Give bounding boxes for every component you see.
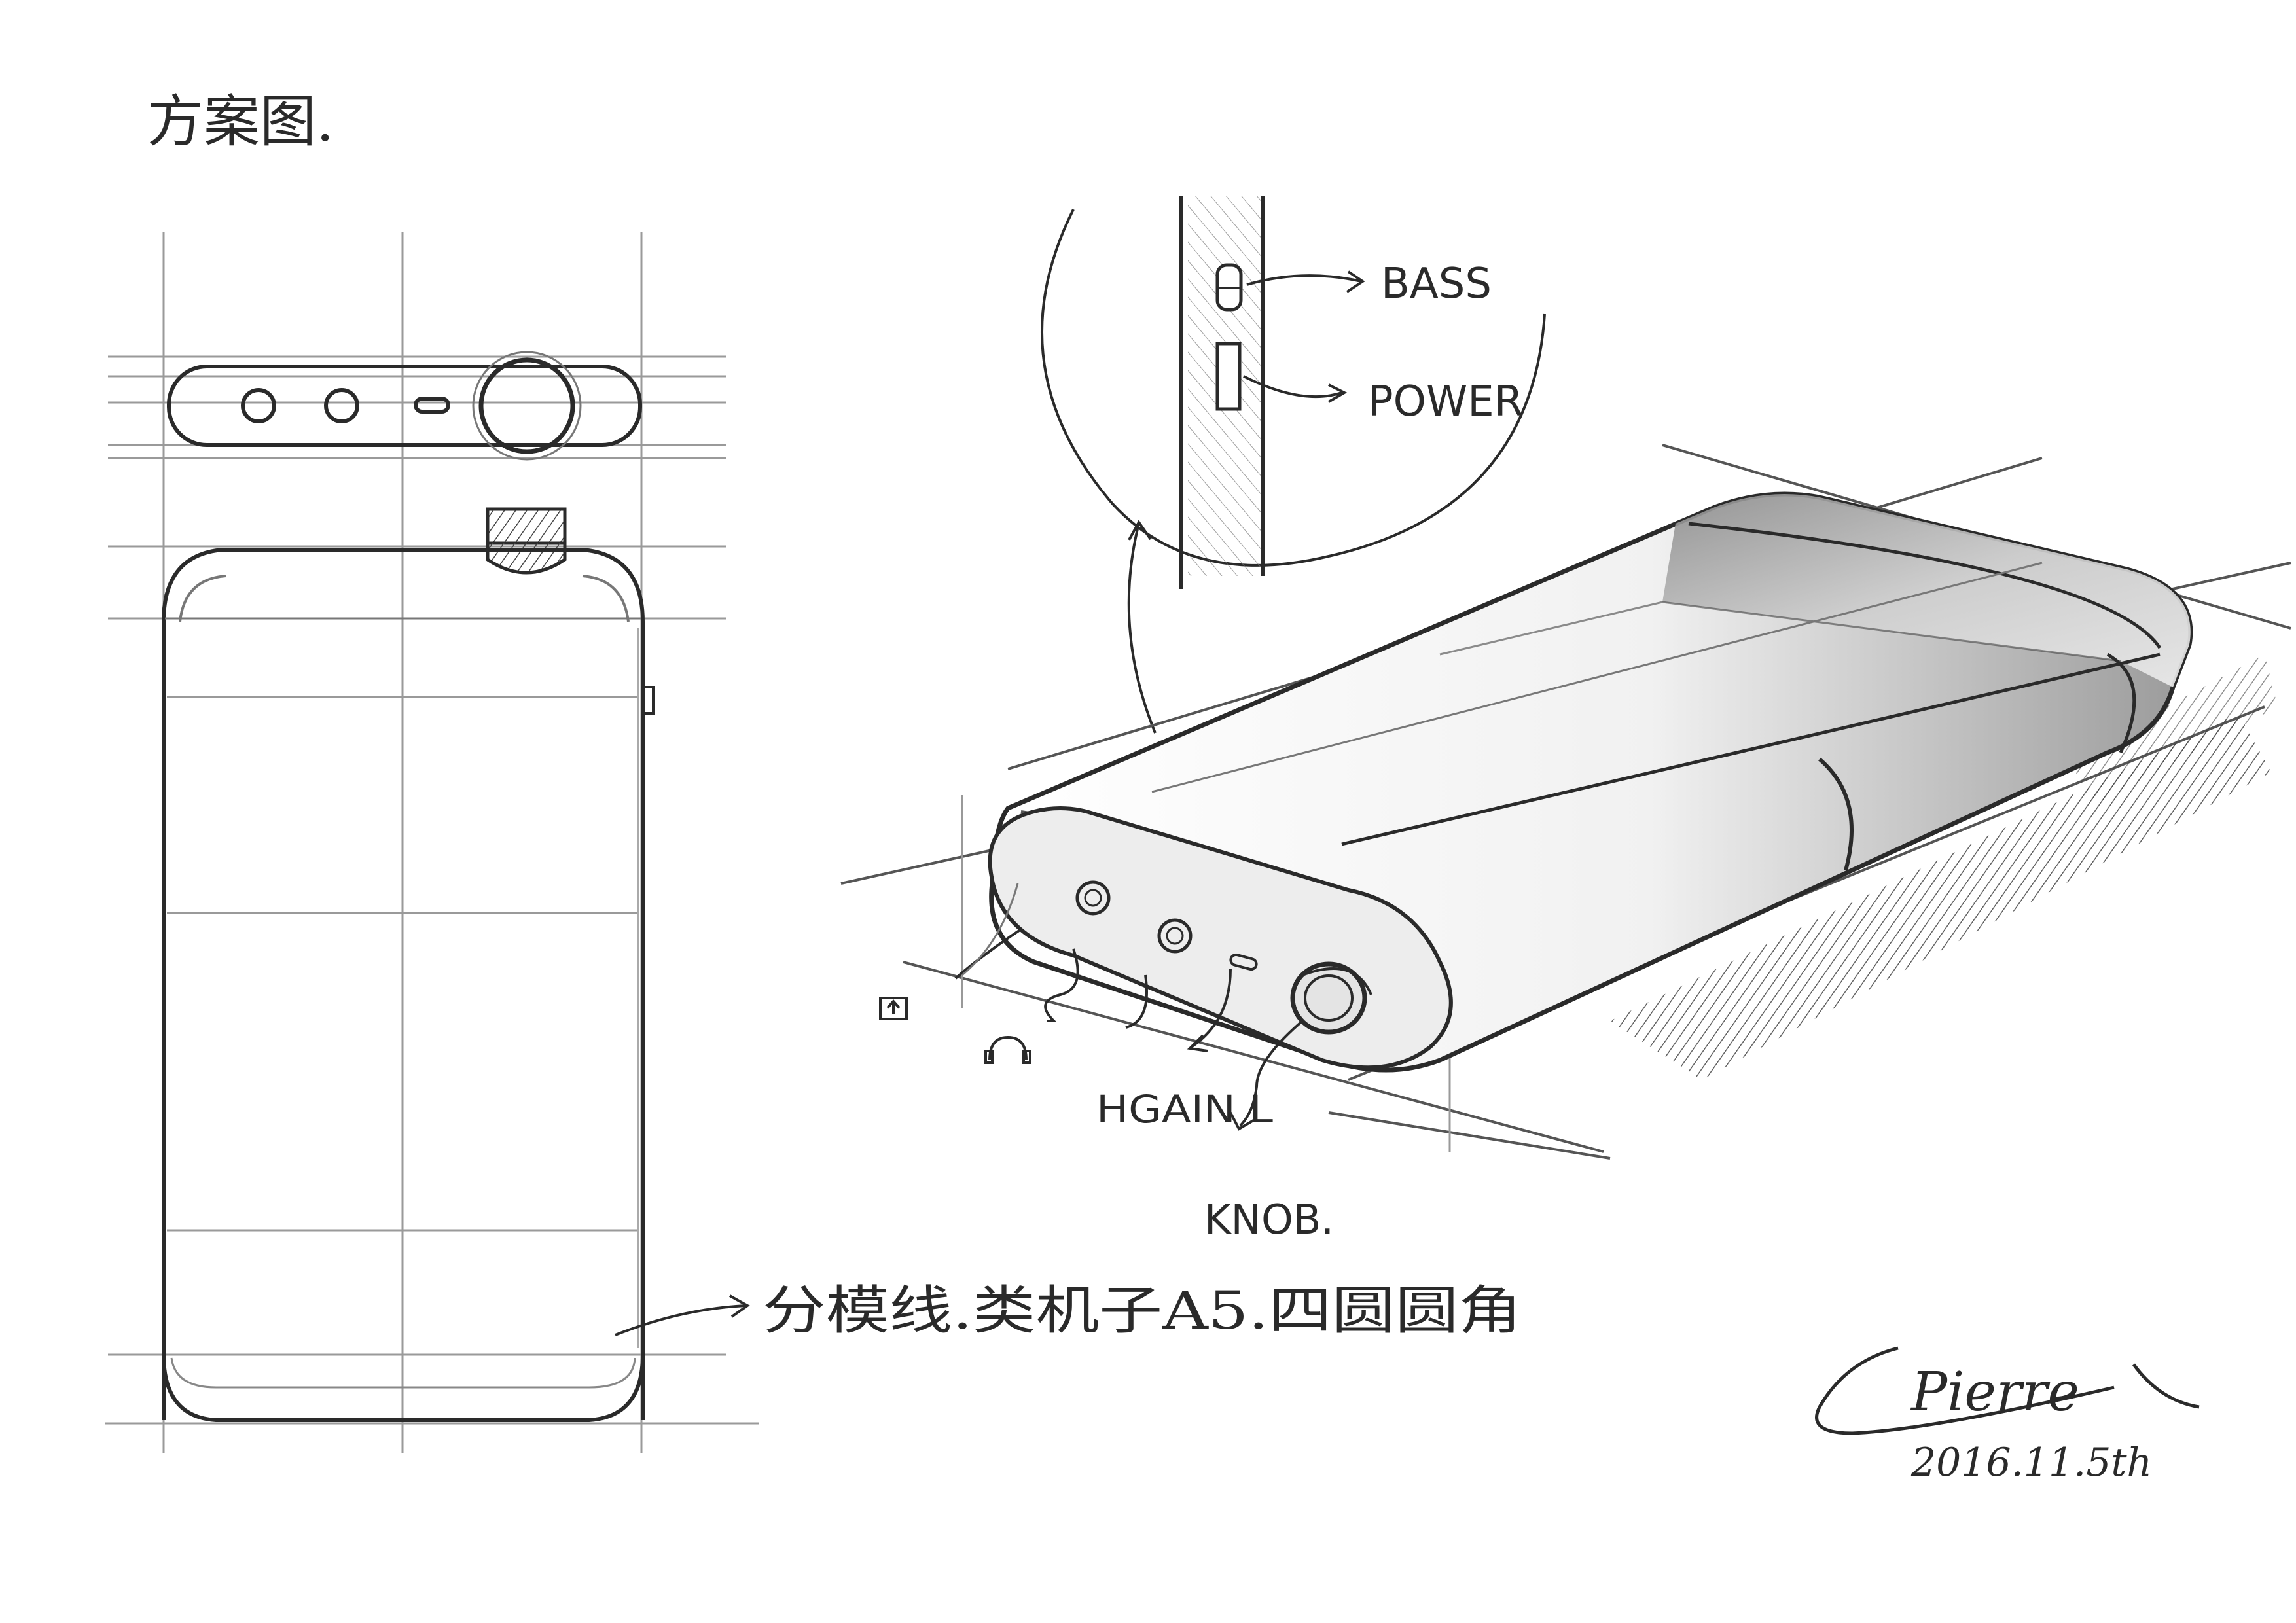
knob <box>1290 961 1367 1035</box>
sheet-title: 方案图. <box>147 89 334 154</box>
knob-callout: KNOB. <box>1204 1196 1334 1243</box>
side-detail <box>1041 196 1546 734</box>
power-callout: POWER <box>1368 378 1523 426</box>
signature-name: Pierre <box>1910 1361 2079 1423</box>
top-view-port-2 <box>324 388 359 423</box>
gain-callout: HGAIN L <box>1096 1087 1273 1132</box>
signature-date: 2016.11.5th <box>1910 1440 2152 1486</box>
usb-port-icon <box>879 997 908 1020</box>
headphone-icon <box>984 1035 1031 1064</box>
perspective-phone <box>840 444 2291 1160</box>
port-usb <box>1075 880 1111 916</box>
signature-scribble <box>1815 1346 2200 1435</box>
bass-callout: BASS <box>1381 260 1492 308</box>
note-arrow <box>615 1294 750 1336</box>
top-view-knob <box>478 357 575 454</box>
top-view-switch <box>414 397 450 414</box>
orthographic-view <box>105 232 759 1453</box>
side-button <box>643 686 655 715</box>
front-body <box>162 548 655 1422</box>
power-button <box>1215 342 1242 411</box>
construction-lines <box>105 232 759 1453</box>
cast-shadow <box>1610 713 2271 1080</box>
gain-switch <box>1229 953 1258 971</box>
port-headphone <box>1157 918 1193 954</box>
knob-stub <box>486 507 567 575</box>
parting-line-note: 分模线.类机子A5.四圆圆角 <box>762 1280 1522 1341</box>
top-view <box>167 351 642 461</box>
top-view-port-1 <box>241 388 276 423</box>
